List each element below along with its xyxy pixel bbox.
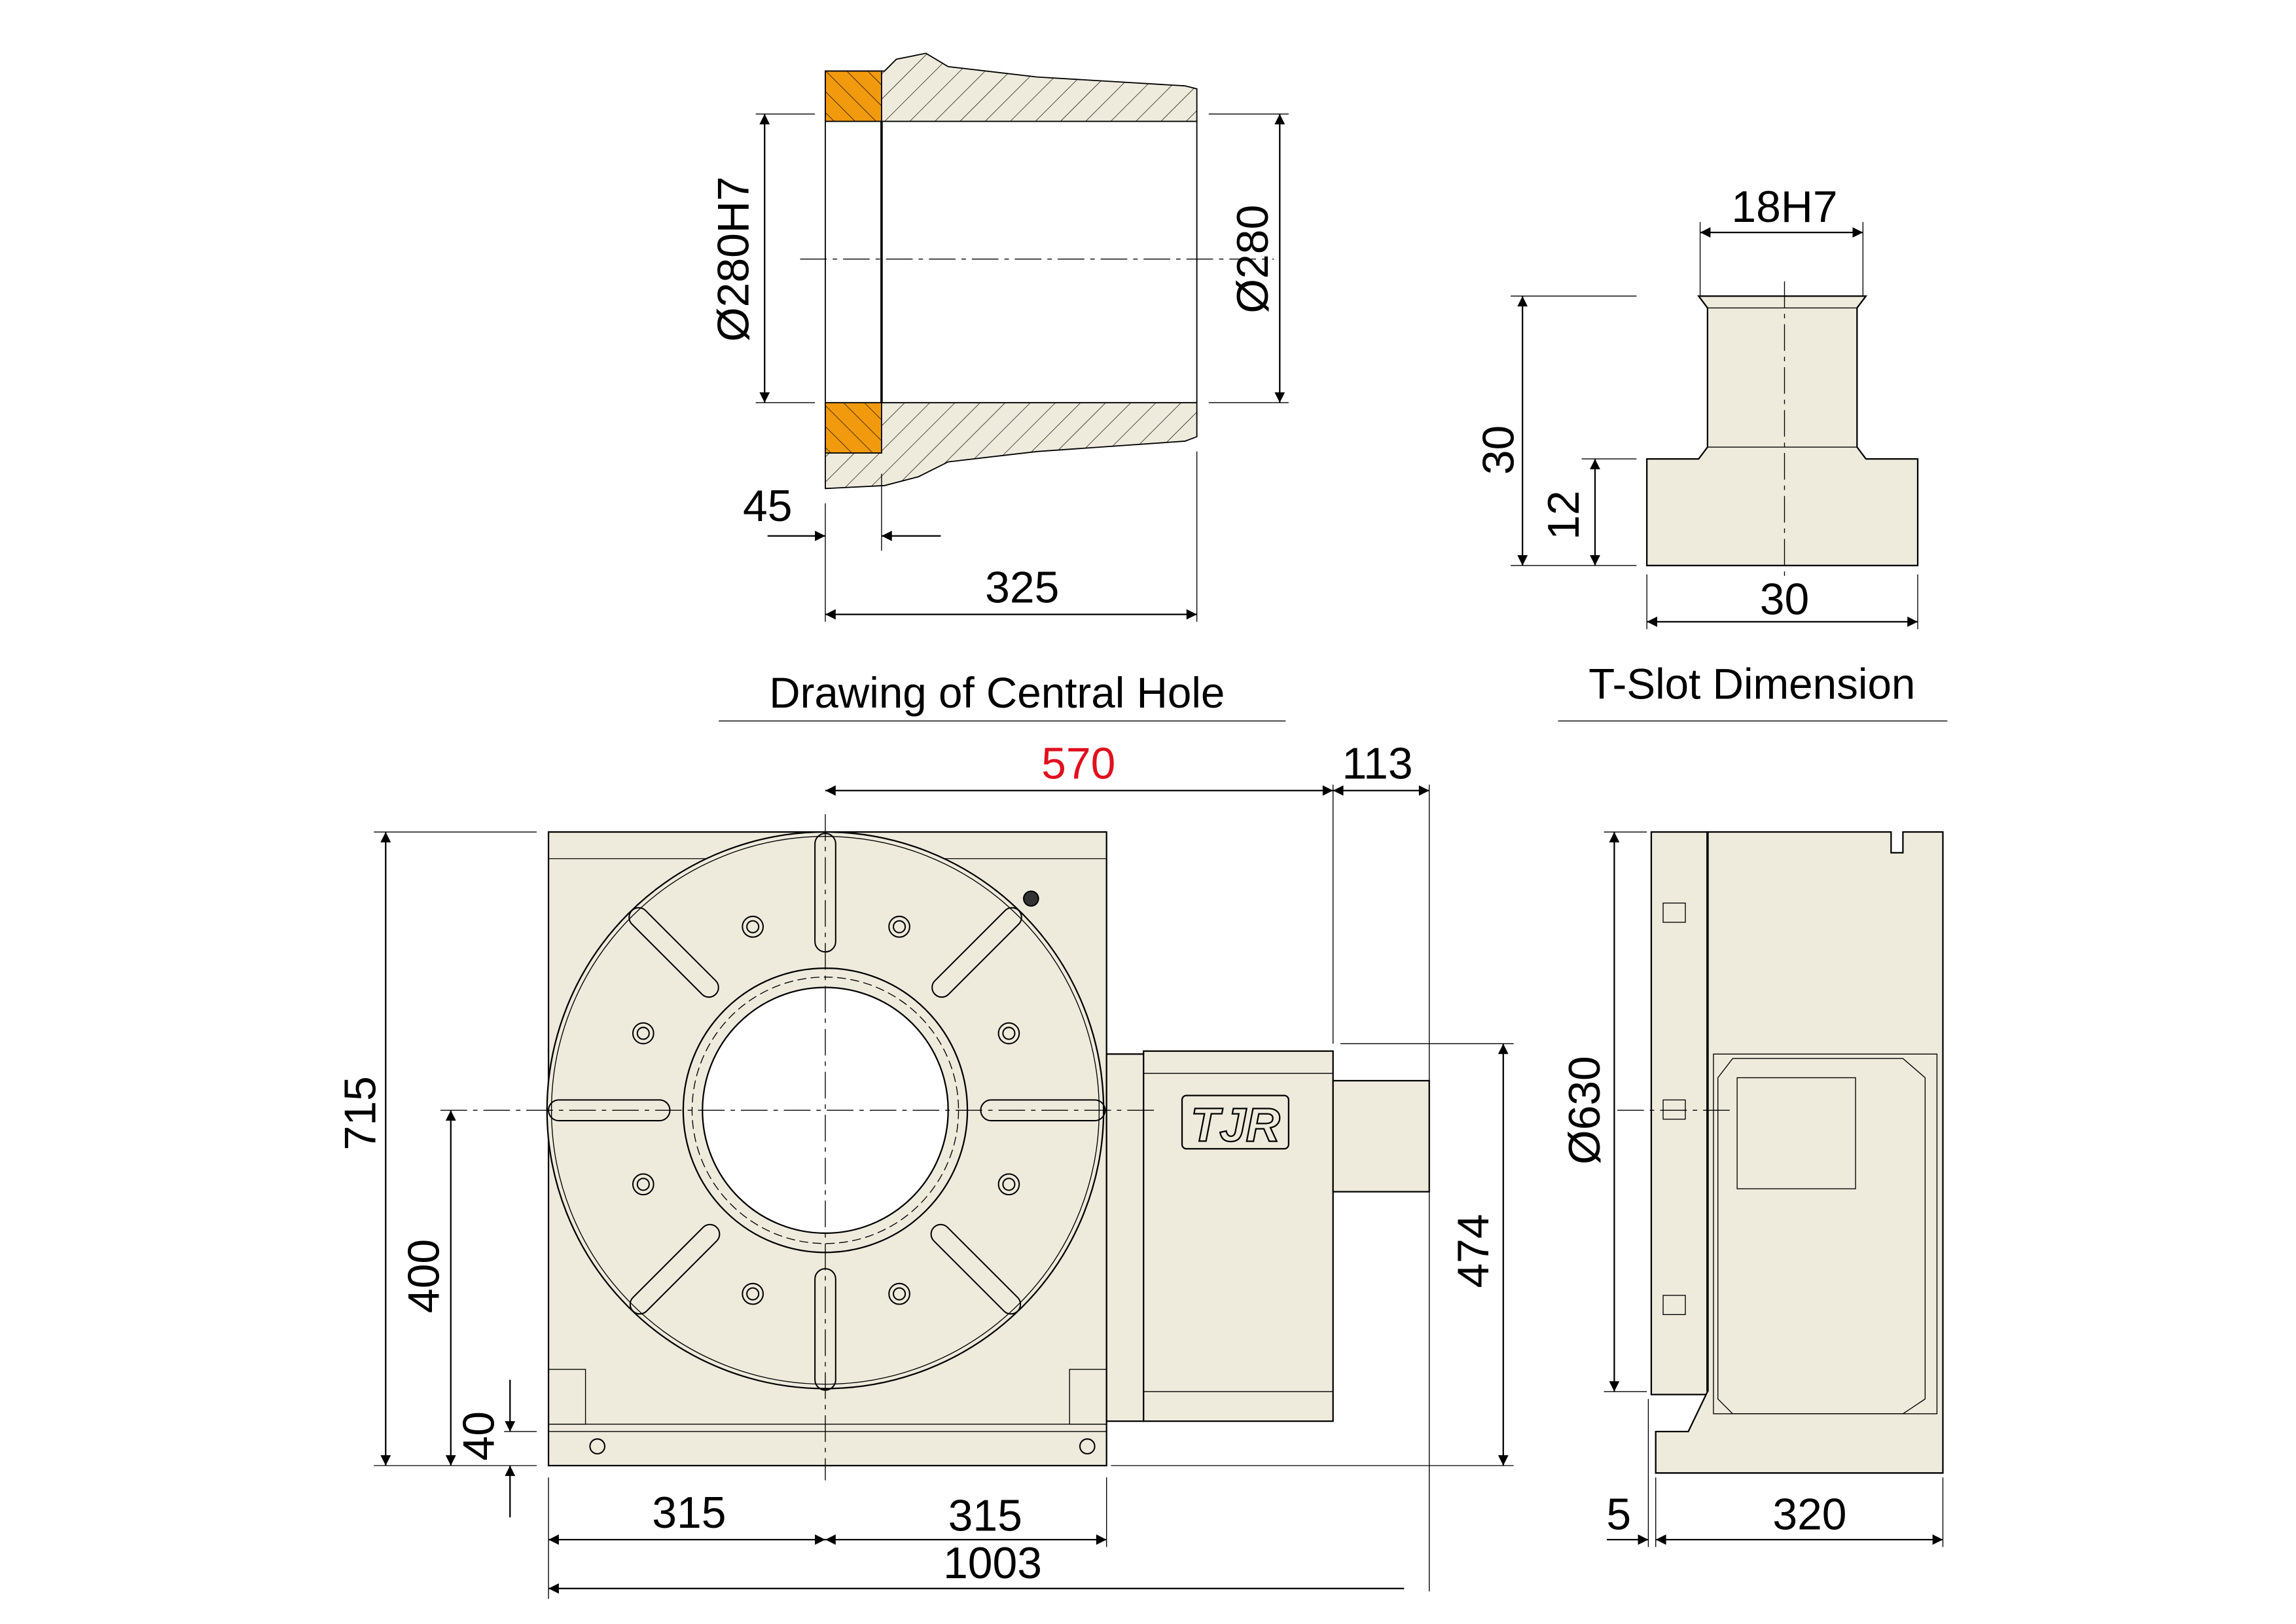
t-slot-drawing: 18H7 30 12 30 T-Slot Dimension bbox=[1475, 183, 1948, 722]
bushing-bottom-wall bbox=[825, 402, 1198, 490]
bolt-holes bbox=[589, 890, 1096, 1454]
brand-logo: TJR bbox=[1191, 1099, 1280, 1152]
dim-motor-height: 474 bbox=[1449, 1214, 1498, 1288]
dim-base-thickness: 40 bbox=[454, 1411, 503, 1460]
dim-bore: Ø280H7 bbox=[709, 176, 758, 342]
dim-half-width-left: 315 bbox=[652, 1489, 726, 1538]
t-slot-title: T-Slot Dimension bbox=[1588, 660, 1915, 708]
dim-offset: 5 bbox=[1606, 1490, 1631, 1539]
dim-base-width: 30 bbox=[1760, 575, 1809, 624]
side-view: Ø630 5 320 bbox=[1560, 831, 1944, 1547]
dim-total-height: 30 bbox=[1475, 425, 1524, 475]
bushing-top-orange bbox=[825, 70, 882, 122]
dim-center-to-motor: 570 bbox=[1041, 740, 1115, 789]
dim-depth: 320 bbox=[1772, 1490, 1846, 1539]
dim-half-width-right: 315 bbox=[948, 1492, 1022, 1541]
central-hole-drawing: Ø280H7 Ø280 45 325 Drawing of Central Ho… bbox=[709, 52, 1289, 722]
dim-base-height: 12 bbox=[1539, 490, 1588, 539]
dim-motor-overhang: 113 bbox=[1342, 740, 1412, 789]
dim-outer: Ø280 bbox=[1229, 205, 1278, 314]
dim-table-diameter: Ø630 bbox=[1560, 1056, 1609, 1164]
dim-length: 325 bbox=[985, 563, 1059, 612]
central-hole-title: Drawing of Central Hole bbox=[769, 669, 1225, 717]
bushing-bottom-orange bbox=[825, 402, 882, 454]
dim-top-width: 18H7 bbox=[1731, 183, 1837, 232]
dim-total-width: 1003 bbox=[943, 1539, 1042, 1588]
dim-center-height: 400 bbox=[400, 1239, 449, 1313]
front-view: TJR bbox=[336, 740, 1514, 1599]
dim-flange: 45 bbox=[743, 482, 792, 531]
dim-total-height: 715 bbox=[336, 1076, 385, 1150]
